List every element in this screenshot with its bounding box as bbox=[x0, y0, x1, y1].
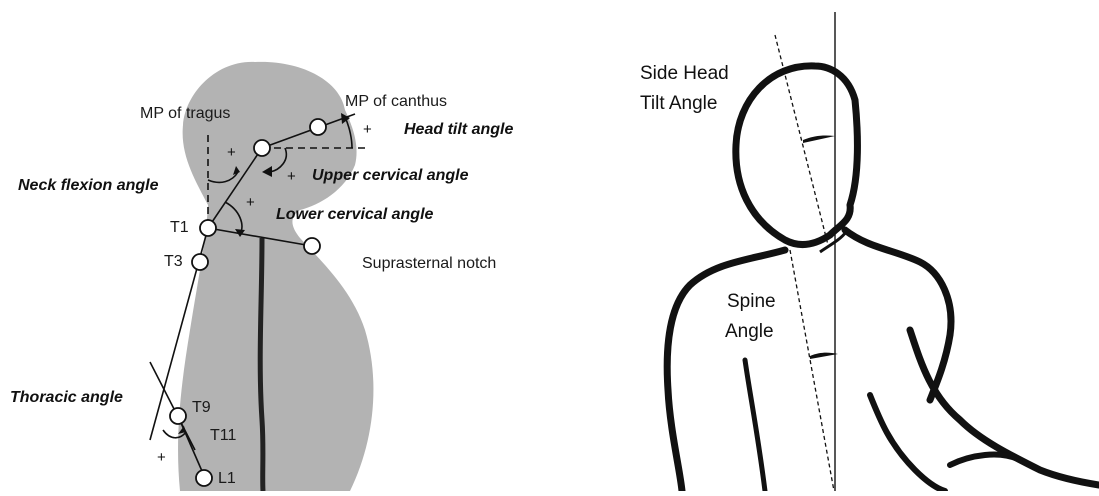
plus-sign: + bbox=[246, 194, 255, 211]
lower-cervical-label: Lower cervical angle bbox=[276, 206, 434, 223]
outline-figure-diagram: Side Head Tilt Angle Spine Angle bbox=[620, 0, 1099, 491]
plus-sign: + bbox=[157, 449, 166, 466]
suprasternal-marker bbox=[304, 238, 320, 254]
torso-inner-line bbox=[745, 360, 765, 491]
tragus-marker bbox=[254, 140, 270, 156]
side-head-tilt-label-line2: Tilt Angle bbox=[640, 93, 717, 114]
t11-label: T11 bbox=[210, 427, 236, 444]
t1-label: T1 bbox=[170, 219, 189, 236]
forearm-outline bbox=[870, 395, 945, 491]
head-tilt-angle-marker bbox=[803, 135, 835, 143]
plus-sign: + bbox=[287, 168, 296, 185]
l1-label: L1 bbox=[218, 470, 236, 487]
t3-marker bbox=[192, 254, 208, 270]
side-head-tilt-label-line1: Side Head bbox=[640, 63, 729, 84]
spine-angle-label-line2: Angle bbox=[725, 321, 774, 342]
upper-cervical-label: Upper cervical angle bbox=[312, 167, 469, 184]
suprasternal-label: Suprasternal notch bbox=[362, 255, 496, 272]
body-silhouette bbox=[178, 62, 373, 491]
left-shoulder-outline bbox=[667, 250, 785, 491]
plus-sign: + bbox=[227, 144, 236, 161]
thoracic-label: Thoracic angle bbox=[10, 389, 123, 406]
t3-label: T3 bbox=[164, 253, 183, 270]
t9-label: T9 bbox=[192, 399, 211, 416]
landmark-diagram-svg: MP of tragus MP of canthus T1 T3 Suprast… bbox=[0, 0, 580, 491]
arm-outline bbox=[910, 330, 1099, 485]
spine-angle-label-line1: Spine bbox=[727, 291, 776, 312]
plus-sign: + bbox=[363, 121, 372, 138]
spine-angle-marker bbox=[810, 353, 838, 359]
canthus-label: MP of canthus bbox=[345, 93, 447, 110]
spine-line bbox=[260, 238, 263, 491]
t1-marker bbox=[200, 220, 216, 236]
outline-figure-svg: Side Head Tilt Angle Spine Angle bbox=[620, 0, 1099, 491]
canthus-marker bbox=[310, 119, 326, 135]
leg-outline bbox=[950, 455, 1020, 465]
landmark-angle-diagram: MP of tragus MP of canthus T1 T3 Suprast… bbox=[0, 0, 580, 491]
head-outline bbox=[736, 66, 858, 245]
l1-marker bbox=[196, 470, 212, 486]
t9-marker bbox=[170, 408, 186, 424]
head-tilt-label: Head tilt angle bbox=[404, 121, 513, 138]
right-shoulder-outline bbox=[845, 230, 951, 400]
spine-dashed-line bbox=[790, 250, 834, 491]
neck-flexion-label: Neck flexion angle bbox=[18, 177, 159, 194]
tragus-label: MP of tragus bbox=[140, 105, 230, 122]
